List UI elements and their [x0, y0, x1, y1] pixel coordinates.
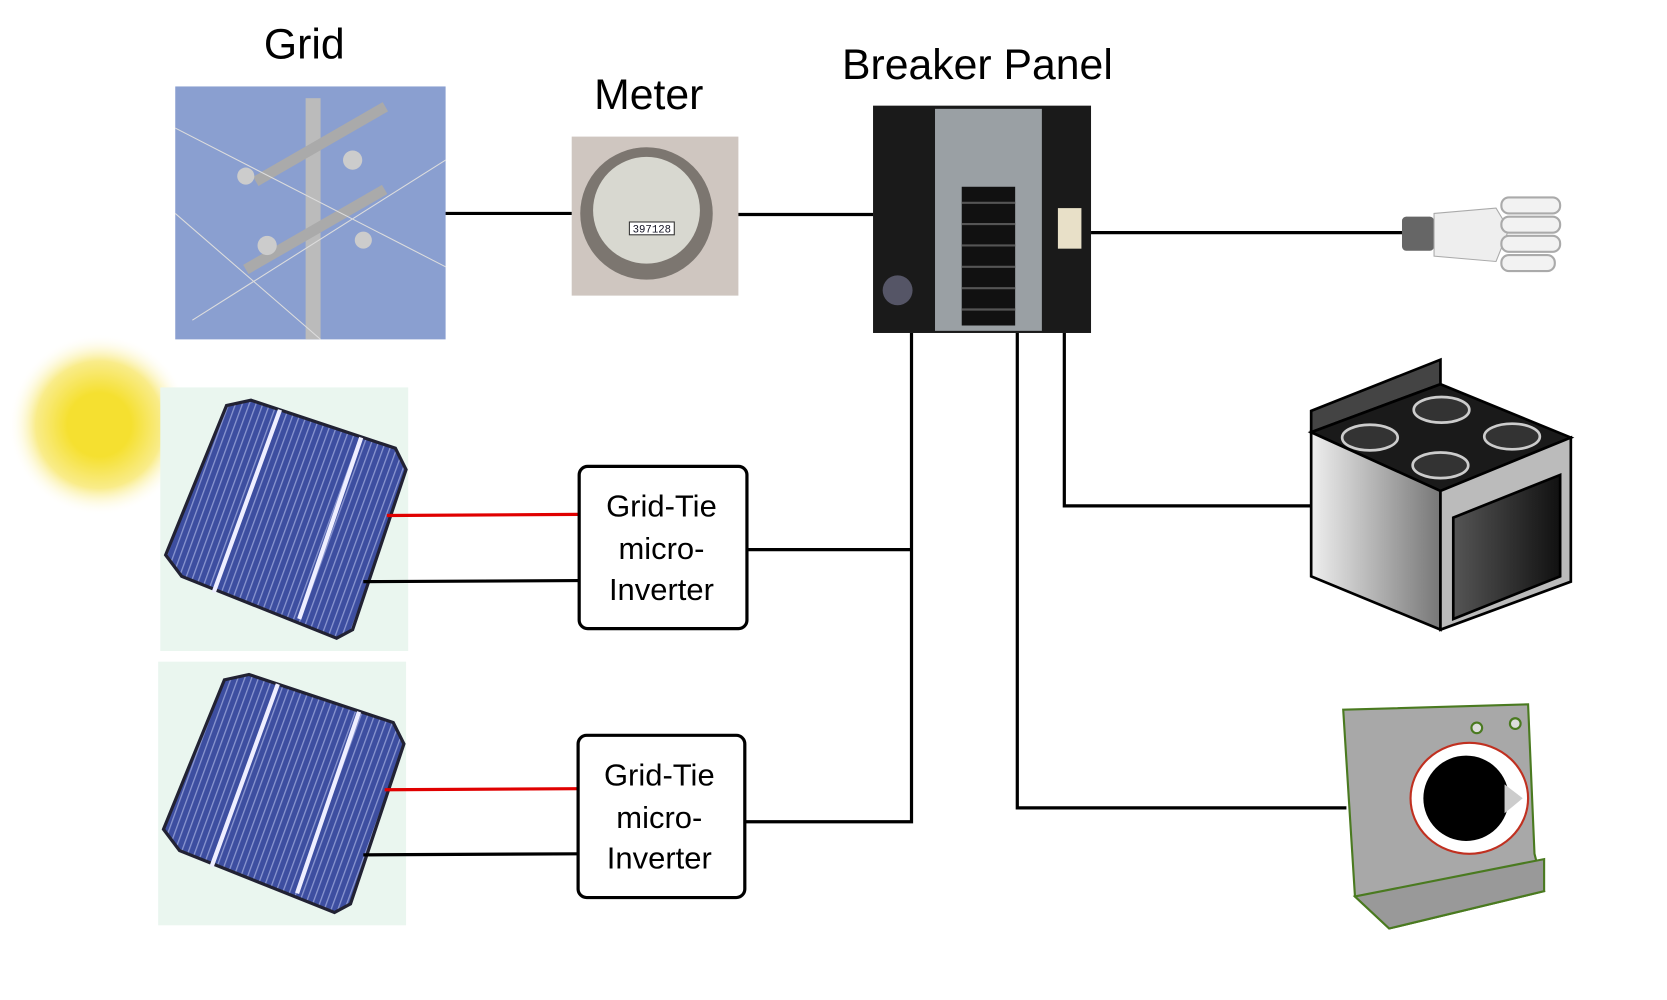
- inverter-2-line-2: micro-: [616, 800, 702, 835]
- cfl-bulb-icon: [1401, 196, 1562, 273]
- inverter-1-line-2: micro-: [618, 531, 704, 566]
- inverter-1-line-3: Inverter: [609, 572, 714, 607]
- inverter-2-line-1: Grid-Tie: [604, 758, 715, 793]
- stove-icon: [1307, 357, 1575, 632]
- inverter-2-line-3: Inverter: [607, 841, 712, 876]
- electric-meter-photo: 397128: [571, 136, 739, 296]
- washing-machine-icon: [1342, 703, 1546, 930]
- utility-pole-photo: [174, 86, 446, 340]
- breaker-panel-label: Breaker Panel: [842, 41, 1113, 89]
- meter-reading: 397128: [633, 225, 671, 237]
- meter-label: Meter: [594, 71, 703, 119]
- inverter-1-line-1: Grid-Tie: [606, 489, 717, 524]
- micro-inverter-1: Grid-Tie micro- Inverter: [577, 464, 749, 631]
- solar-panel-photo: [158, 661, 407, 926]
- wiring: [363, 211, 1402, 857]
- micro-inverter-2: Grid-Tie micro- Inverter: [576, 733, 747, 900]
- breaker-panel-photo: [873, 105, 1092, 333]
- grid-label: Grid: [264, 21, 345, 69]
- solar-panel-photo: [160, 387, 409, 652]
- sun-icon: [8, 334, 191, 516]
